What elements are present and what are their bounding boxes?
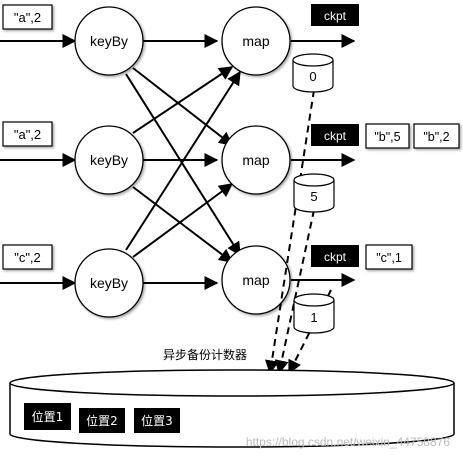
edge-k2-m3 [132,186,234,263]
state-cylinder-2: 5 [293,173,335,213]
snapshot-arrow-2 [274,209,315,375]
keyby-node-2-label: keyBy [90,152,128,168]
storage-slot-3: 位置3 [134,408,180,433]
storage-slot-1-label: 位置1 [32,409,64,424]
keyby-node-2: keyBy [74,125,144,195]
input-record-1: "a",2 [2,4,53,30]
output-record-c1-label: "c",1 [376,251,402,265]
keyby-node-3: keyBy [74,248,144,318]
output-record-c1: "c",1 [365,244,413,270]
storage-slot-1: 位置1 [24,403,71,430]
state-value-3: 1 [310,310,317,325]
output-record-b5: "b",5 [365,123,410,149]
checkpoint-barrier-2: ckpt [311,124,359,146]
edge-k3-m1 [125,70,241,251]
storage-caption: 异步备份计数器 [163,347,247,362]
storage-slot-3-label: 位置3 [141,413,173,428]
shuffle-arrows [125,34,241,290]
map-node-3: map [221,245,291,315]
input-record-2-label: "a",2 [14,127,41,142]
map-node-2: map [221,125,291,195]
map-node-3-label: map [242,272,269,288]
storage-slot-2: 位置2 [79,408,125,433]
output-record-b2-label: "b",2 [423,130,449,144]
edge-k3-m2 [132,183,234,258]
input-record-2: "a",2 [2,121,53,147]
keyby-node-1: keyBy [74,6,144,76]
output-arrows [291,34,356,287]
map-node-1-label: map [242,33,269,49]
input-record-3: "c",2 [2,244,53,270]
keyby-node-3-label: keyBy [90,275,128,291]
keyby-node-1-label: keyBy [90,33,128,49]
checkpoint-barrier-1-label: ckpt [324,9,347,23]
edge-k1-m3 [125,73,241,257]
state-cylinder-3: 1 [293,293,335,334]
edge-k1-m2 [132,67,234,146]
watermark: https://blog.csdn.net/weixin_44758876 [246,435,450,449]
output-record-b5-label: "b",5 [374,130,400,144]
checkpoint-barrier-3-label: ckpt [324,250,347,264]
state-value-2: 5 [310,189,317,204]
edge-k2-m1 [132,66,234,134]
map-node-2-label: map [242,152,269,168]
storage-slot-2-label: 位置2 [86,413,118,428]
checkpoint-barrier-1: ckpt [311,4,359,26]
input-record-3-label: "c",2 [14,250,41,265]
state-value-1: 0 [309,69,316,84]
input-record-1-label: "a",2 [14,10,41,25]
checkpoint-barrier-3: ckpt [311,245,359,267]
output-record-b2: "b",2 [413,123,460,149]
checkpoint-barrier-2-label: ckpt [324,129,347,143]
map-node-1: map [221,6,291,76]
input-arrows [0,34,77,290]
state-cylinder-1: 0 [292,53,334,93]
